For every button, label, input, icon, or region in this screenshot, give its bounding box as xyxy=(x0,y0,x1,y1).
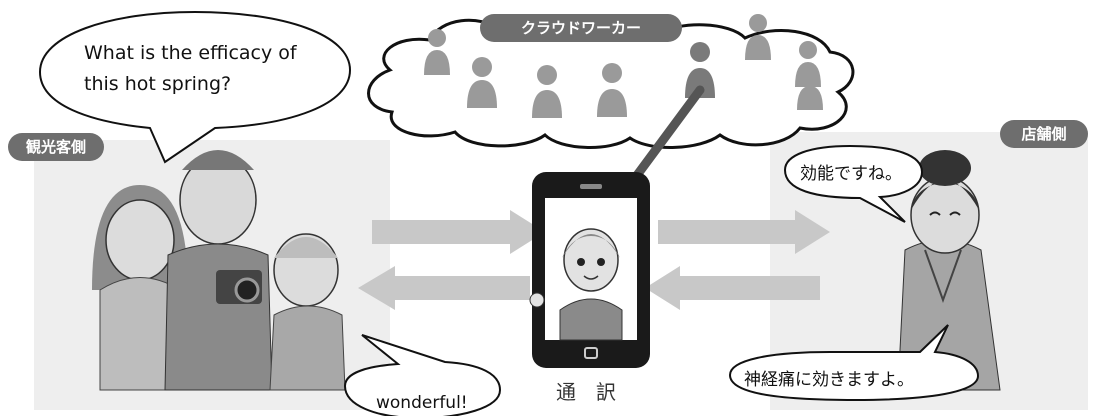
tourist-question-line2: this hot spring? xyxy=(84,73,232,95)
home-button-icon xyxy=(584,347,598,359)
crowd-worker-tag: クラウドワーカー xyxy=(480,14,682,42)
tourist-side-tag: 観光客側 xyxy=(8,133,104,161)
shop-bubble-bottom xyxy=(728,324,980,402)
shop-side-tag: 店舗側 xyxy=(1000,120,1088,148)
worker-5 xyxy=(685,42,715,98)
tourist-question-bubble xyxy=(38,10,352,164)
shop-speech-bottom: 神経痛に効きますよ。 xyxy=(744,370,914,390)
arrow-phone-to-tourist xyxy=(358,266,530,310)
shop-speech-top: 効能ですね。 xyxy=(800,164,902,184)
arrows xyxy=(358,210,830,310)
worker-4 xyxy=(597,63,627,117)
smartphone xyxy=(529,172,650,368)
worker-8 xyxy=(797,66,823,110)
arrow-tourist-to-phone xyxy=(372,210,545,254)
worker-6 xyxy=(745,14,771,60)
worker-2 xyxy=(467,57,497,108)
worker-3 xyxy=(532,65,562,118)
tourists-illustration xyxy=(92,150,346,391)
worker-1 xyxy=(424,29,450,75)
crowd-worker-icons xyxy=(424,14,823,118)
arrow-phone-to-shop xyxy=(658,210,830,254)
phone-caption: 通 訳 xyxy=(556,380,616,404)
interpreter-illustration xyxy=(529,228,623,341)
tourist-question-line1: What is the efficacy of xyxy=(84,42,297,64)
tourist-boy xyxy=(269,233,346,391)
tourist-reply-text: wonderful! xyxy=(376,393,468,413)
shop-bubble-top xyxy=(783,144,924,223)
tourist-reply-bubble xyxy=(343,334,502,416)
tourist-man xyxy=(164,150,273,391)
tourist-woman xyxy=(92,185,188,391)
arrow-shop-to-phone xyxy=(645,266,820,310)
